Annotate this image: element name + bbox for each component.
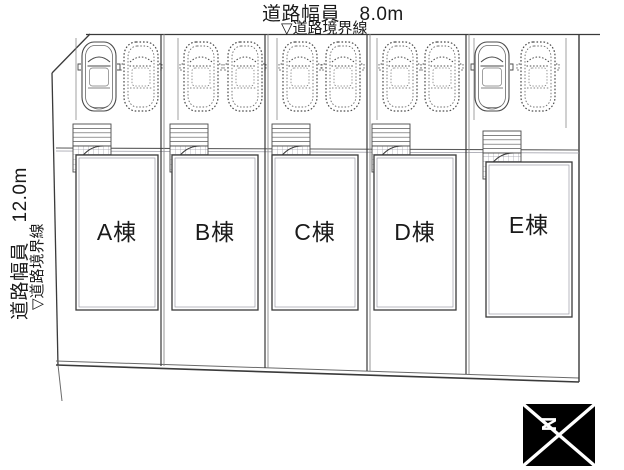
road-boundary-top-label: ▽道路境界線 xyxy=(281,19,368,37)
lot-divider-ab xyxy=(160,34,165,366)
car-e1 xyxy=(470,41,514,112)
lot-dividers xyxy=(75,34,567,374)
south-boundary-line xyxy=(55,364,580,383)
building-label-e: E棟 xyxy=(509,212,549,238)
west-road-boundary-line xyxy=(51,72,59,367)
road-boundary-left-label: ▽道路境界線 xyxy=(28,223,46,310)
building-d xyxy=(373,154,457,311)
north-arrow: N xyxy=(521,402,597,468)
north-arrow-letter: N xyxy=(537,417,559,431)
road-width-top-label: 道路幅員 8.0m xyxy=(262,3,404,25)
building-label-d: D棟 xyxy=(394,219,436,245)
car-a1 xyxy=(77,41,121,112)
building-label-a: A棟 xyxy=(97,219,137,245)
south-boundary-line-inner xyxy=(55,360,580,379)
lot-divider-cd xyxy=(366,34,371,371)
lot-divider-de xyxy=(465,34,470,374)
building-label-b: B棟 xyxy=(195,219,235,245)
corner-chamfer-line xyxy=(51,33,91,74)
building-b xyxy=(171,154,259,311)
building-e xyxy=(485,161,573,318)
lot-divider-bc xyxy=(264,34,269,368)
building-label-c: C棟 xyxy=(294,219,336,245)
south-boundary-tail xyxy=(57,364,63,402)
building-c xyxy=(271,154,359,311)
road-width-left-label: 道路幅員 12.0m xyxy=(9,167,31,320)
building-footprints xyxy=(75,154,573,318)
building-a xyxy=(75,154,159,311)
